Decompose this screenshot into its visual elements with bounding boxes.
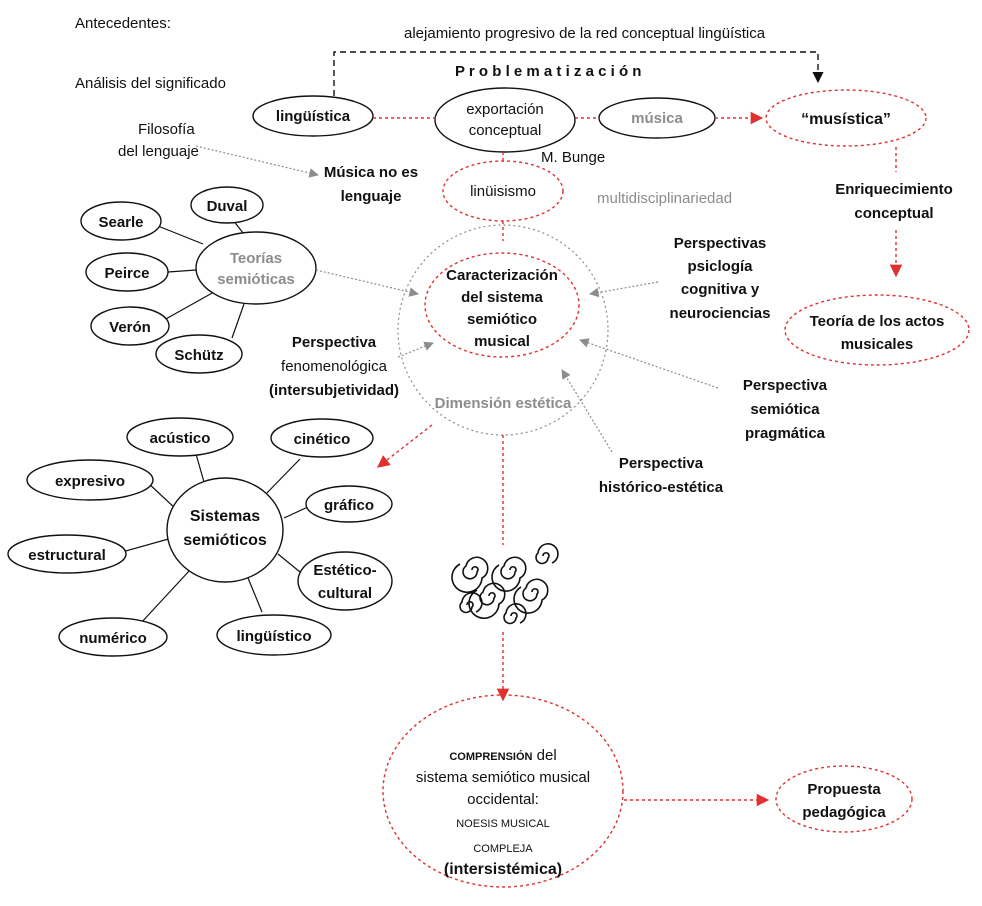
caracterizacion-label-2: del sistema	[461, 289, 543, 306]
comprension-line-4: NOESIS MUSICAL	[456, 818, 550, 830]
historica-arrow	[561, 369, 613, 453]
expresivo-node	[26, 459, 154, 501]
caracterizacion-label-1: Caracterización	[446, 267, 558, 284]
peirce-node	[85, 252, 169, 292]
veron-node	[90, 306, 170, 346]
pragmatica-label-1: Perspectiva	[743, 377, 828, 394]
acustico-label: acústico	[150, 430, 211, 447]
psico-label-2: psiclogía	[687, 258, 753, 275]
acustico-node	[126, 417, 234, 457]
problematizacion-label: P r o b l e m a t i z a c i ó n	[455, 63, 641, 80]
propuesta-node	[775, 765, 913, 833]
comprension-node	[382, 694, 624, 888]
cinetico-label: cinético	[294, 431, 351, 448]
teorias-label-1: Teorías	[230, 250, 282, 267]
duval-label: Duval	[207, 198, 248, 215]
propuesta-label-1: Propuesta	[807, 781, 881, 798]
estructural-label: estructural	[28, 547, 106, 564]
sistemas-label-1: Sistemas	[190, 508, 260, 525]
comprension-line-5: COMPLEJA	[473, 843, 533, 855]
fenomenologica-arrow	[397, 341, 434, 358]
comprension-line-2: sistema semiótico musical	[416, 769, 590, 786]
comprension-line-1: COMPRENSIÓN del	[449, 747, 556, 764]
alejamiento-arrow	[333, 51, 824, 96]
linguistica-label: lingüística	[276, 108, 351, 125]
fenomenologica-label-1: Perspectiva	[292, 334, 377, 351]
systems-spokes	[121, 453, 311, 625]
teorias-label-2: semióticas	[217, 271, 295, 288]
comprension-line-6: (intersistémica)	[444, 861, 562, 878]
fenomenologica-label-3: (intersubjetividad)	[269, 382, 399, 399]
expresivo-label: expresivo	[55, 473, 125, 490]
estetico-label-2: cultural	[318, 585, 372, 602]
sistemas-node	[166, 477, 284, 583]
bunge-label: M. Bunge	[541, 149, 605, 166]
filosofia-label-2: del lenguaje	[118, 143, 199, 160]
analisis-label: Análisis del significado	[75, 75, 226, 92]
linguistica-node	[252, 95, 374, 137]
musistica-node	[765, 89, 927, 147]
grafico-label: gráfico	[324, 497, 374, 514]
comprension-rest: del	[532, 747, 556, 764]
numerico-node	[58, 617, 168, 657]
caracterizacion-label-4: musical	[474, 333, 530, 350]
schutz-node	[155, 334, 243, 374]
veron-label: Verón	[109, 319, 151, 336]
teoria-actos-node	[784, 294, 970, 366]
psico-arrow	[589, 281, 659, 298]
musica-no-label-1: Música no es	[324, 164, 418, 181]
pragmatica-label-3: pragmática	[745, 425, 826, 442]
searle-node	[80, 201, 162, 241]
estetico-cultural-node	[297, 551, 393, 611]
exportacion-label-1: exportación	[466, 101, 544, 118]
dimension-estetica-circle	[397, 224, 609, 436]
musica-label: música	[631, 110, 683, 127]
dimension-systems-arrow	[377, 424, 433, 468]
dimension-estetica-label: Dimensión estética	[435, 395, 572, 412]
caracterizacion-label-3: semiótico	[467, 311, 537, 328]
estetico-label-1: Estético-	[313, 562, 376, 579]
linuisismo-label: linüisismo	[470, 183, 536, 200]
cinetico-node	[270, 418, 374, 458]
numerico-label: numérico	[79, 630, 147, 647]
psico-label-4: neurociencias	[670, 305, 771, 322]
duval-node	[190, 186, 264, 224]
psico-label-1: Perspectivas	[674, 235, 767, 252]
teoria-label-1: Teoría de los actos	[810, 313, 945, 330]
comprension-line-3: occidental:	[467, 791, 539, 808]
musica-no-label-2: lenguaje	[341, 188, 402, 205]
alejamiento-label: alejamiento progresivo de la red concept…	[404, 25, 766, 42]
caracterizacion-node	[424, 252, 580, 358]
exportacion-node	[434, 87, 576, 153]
propuesta-label-2: pedagógica	[802, 804, 886, 821]
psico-label-3: cognitiva y	[681, 281, 760, 298]
teorias-node	[195, 231, 317, 305]
antecedentes-label: Antecedentes:	[75, 15, 171, 32]
schutz-label: Schütz	[174, 347, 223, 364]
historica-label-2: histórico-estética	[599, 479, 724, 496]
filosofia-arrow	[195, 145, 319, 178]
enriquecimiento-label-2: conceptual	[854, 205, 933, 222]
linguistico-node	[216, 614, 332, 656]
grafico-node	[305, 485, 393, 523]
fenomenologica-label-2: fenomenológica	[281, 358, 388, 375]
musistica-label: “musística”	[801, 111, 891, 128]
exportacion-label-2: conceptual	[469, 122, 542, 139]
enriquecimiento-label-1: Enriquecimiento	[835, 181, 953, 198]
multidisciplinariedad-label: multidisciplinariedad	[597, 190, 732, 207]
spiral-cluster-icon	[451, 543, 559, 625]
pragmatica-arrow	[579, 338, 719, 389]
teoria-label-2: musicales	[841, 336, 914, 353]
teorias-arrow	[315, 269, 419, 297]
sistemas-label-2: semióticos	[183, 532, 267, 549]
estructural-node	[7, 534, 127, 574]
filosofia-label-1: Filosofía	[138, 121, 195, 138]
pragmatica-label-2: semiótica	[750, 401, 820, 418]
searle-label: Searle	[98, 214, 143, 231]
historica-label-1: Perspectiva	[619, 455, 704, 472]
linguistico-label: lingüístico	[237, 628, 312, 645]
comprension-word: COMPRENSIÓN	[449, 750, 532, 763]
peirce-label: Peirce	[104, 265, 149, 282]
